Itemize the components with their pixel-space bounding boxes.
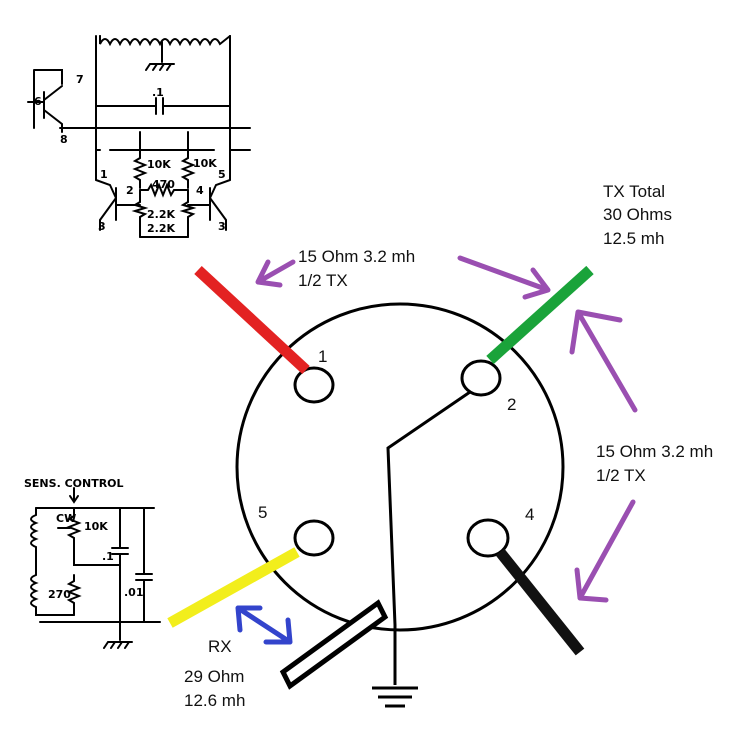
rx-line1: RX [208,637,232,656]
pin-hole-2 [460,359,502,397]
coil [99,35,231,47]
tx-total-line2: 30 Ohms [603,205,672,224]
tr-pin-8: 8 [60,133,68,146]
arrow-down-right [574,499,636,603]
connector-body [235,302,565,632]
transistor-symbol [33,69,63,133]
arrow-to-green [457,255,551,300]
resistor-270 [66,574,82,616]
wire-pin2-green [486,265,594,365]
cap-01b-label: .01 [124,586,144,599]
pin-hole-1 [293,366,335,404]
node-3b: 3 [218,220,226,233]
res-label-10k-a: 10K [147,158,171,171]
rx-line3: 12.6 mh [184,691,245,710]
internal-wire [386,390,471,685]
tr-pin-6: 6 [34,95,42,108]
pin-label-2: 2 [507,395,516,414]
rx-arrow [235,605,293,645]
bottom-schematic-labels: SENS. CONTROL CW 10K .1 .01 270 [24,477,144,601]
pin-hole-5 [293,519,335,557]
half-tx-top-line2: 1/2 TX [298,271,348,290]
top-schematic [27,35,251,238]
tx-total-line1: TX Total [603,182,665,201]
pot-10k-label: 10K [84,520,108,533]
wire-pin1-red [194,265,310,375]
capacitor [95,97,231,115]
rx-line2: 29 Ohm [184,667,244,686]
coil-bottom [30,507,39,566]
node-3a: 3 [98,220,106,233]
wire-pin4-black [495,548,585,656]
cap-01a-label: .1 [102,550,114,563]
pin-hole-4 [466,518,510,558]
tr-pin-7: 7 [76,73,84,86]
half-tx-top-line1: 15 Ohm 3.2 mh [298,247,415,266]
tx-total-line3: 12.5 mh [603,229,664,248]
half-tx-right-line2: 1/2 TX [596,466,646,485]
res-label-10k-b: 10K [193,157,217,170]
arrows-purple [255,255,638,603]
node-5: 5 [218,168,226,181]
top-schematic-labels: 6 7 8 .1 10K 10K 470 2.2K 2.2K 1 2 3 4 5… [34,73,226,235]
sens-control-title: SENS. CONTROL [24,477,124,490]
half-tx-right-line1: 15 Ohm 3.2 mh [596,442,713,461]
node-2: 2 [126,184,134,197]
ground-bottom [103,621,133,649]
node-4: 4 [196,184,204,197]
ground-main [372,686,418,708]
resistor-10k-left [132,149,148,189]
arrow-up-right [569,309,638,413]
shield-cable [279,599,389,690]
cap-label: .1 [152,86,164,99]
pot-cw-label: CW [56,512,76,525]
ground-symbol [145,41,175,71]
resistor-470 [139,182,189,198]
pin-label-1: 1 [318,347,327,366]
resistor-2-2k-a [131,189,149,238]
res-label-2-2k-a: 2.2K [147,208,175,221]
resistor-2-2k-b [179,189,197,238]
resistor-10k-right [180,149,196,189]
wire-pin5-yellow [167,547,300,628]
res-label-2-2k-b: 2.2K [147,222,175,235]
node-1: 1 [100,168,108,181]
res-label-470: 470 [152,178,175,191]
res-270-label: 270 [48,588,71,601]
bottom-schematic [30,487,161,649]
pin-label-4: 4 [525,505,534,524]
pin-label-5: 5 [258,503,267,522]
arrow-to-red [255,259,296,288]
